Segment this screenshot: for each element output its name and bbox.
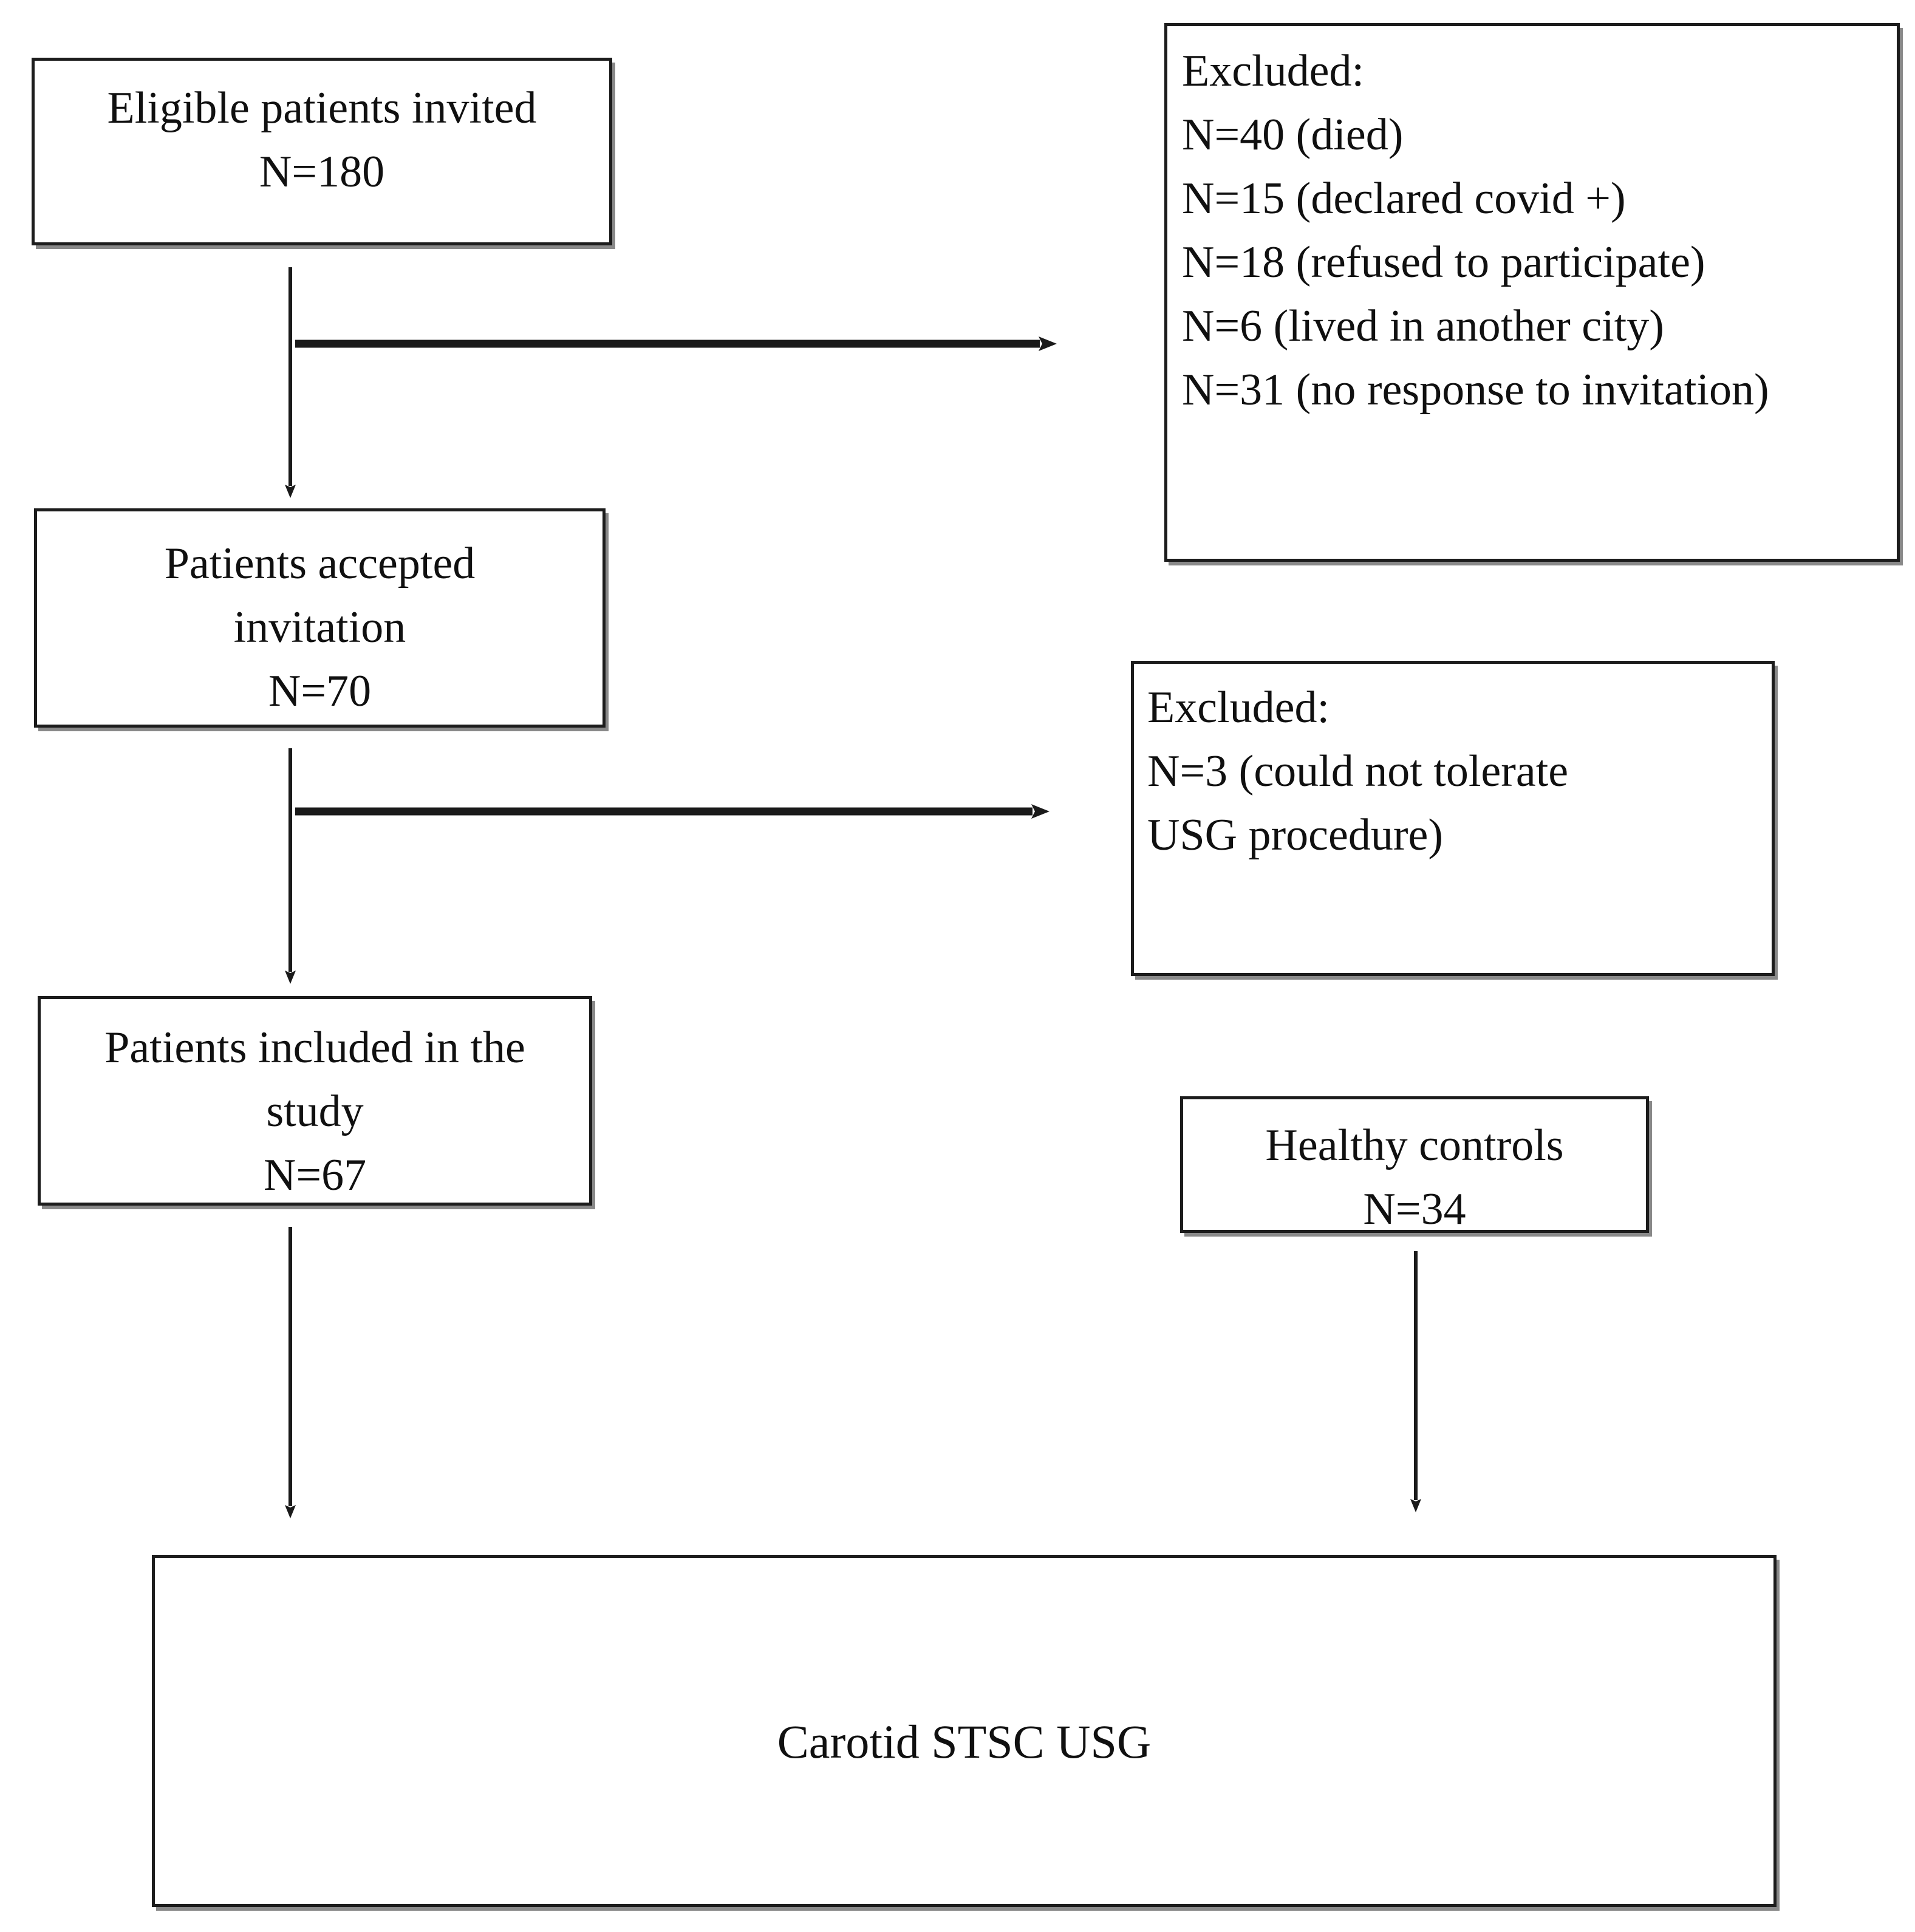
node-healthy-controls[interactable]: Healthy controls N=34	[1180, 1096, 1649, 1233]
node-excluded-after-invitation-text: Excluded: N=40 (died) N=15 (declared cov…	[1182, 46, 1769, 415]
node-healthy-controls-text: Healthy controls N=34	[1265, 1121, 1564, 1233]
node-excluded-after-invitation[interactable]: Excluded: N=40 (died) N=15 (declared cov…	[1164, 23, 1900, 562]
node-excluded-usg-intolerance[interactable]: Excluded: N=3 (could not tolerate USG pr…	[1131, 661, 1775, 976]
node-eligible-patients-invited[interactable]: Eligible patients invited N=180	[32, 58, 612, 245]
node-patients-accepted-invitation-text: Patients accepted invitation N=70	[164, 539, 476, 717]
node-carotid-stsc-usg-text: Carotid STSC USG N=101	[777, 1715, 1152, 1768]
node-carotid-stsc-usg[interactable]: Carotid STSC USG N=101	[152, 1555, 1777, 1907]
node-patients-included-in-study-text: Patients included in the study N=67	[104, 1023, 525, 1201]
node-excluded-usg-intolerance-text: Excluded: N=3 (could not tolerate USG pr…	[1147, 683, 1569, 861]
node-eligible-patients-invited-text: Eligible patients invited N=180	[107, 83, 537, 197]
node-patients-accepted-invitation[interactable]: Patients accepted invitation N=70	[34, 508, 606, 728]
node-patients-included-in-study[interactable]: Patients included in the study N=67	[38, 996, 592, 1206]
